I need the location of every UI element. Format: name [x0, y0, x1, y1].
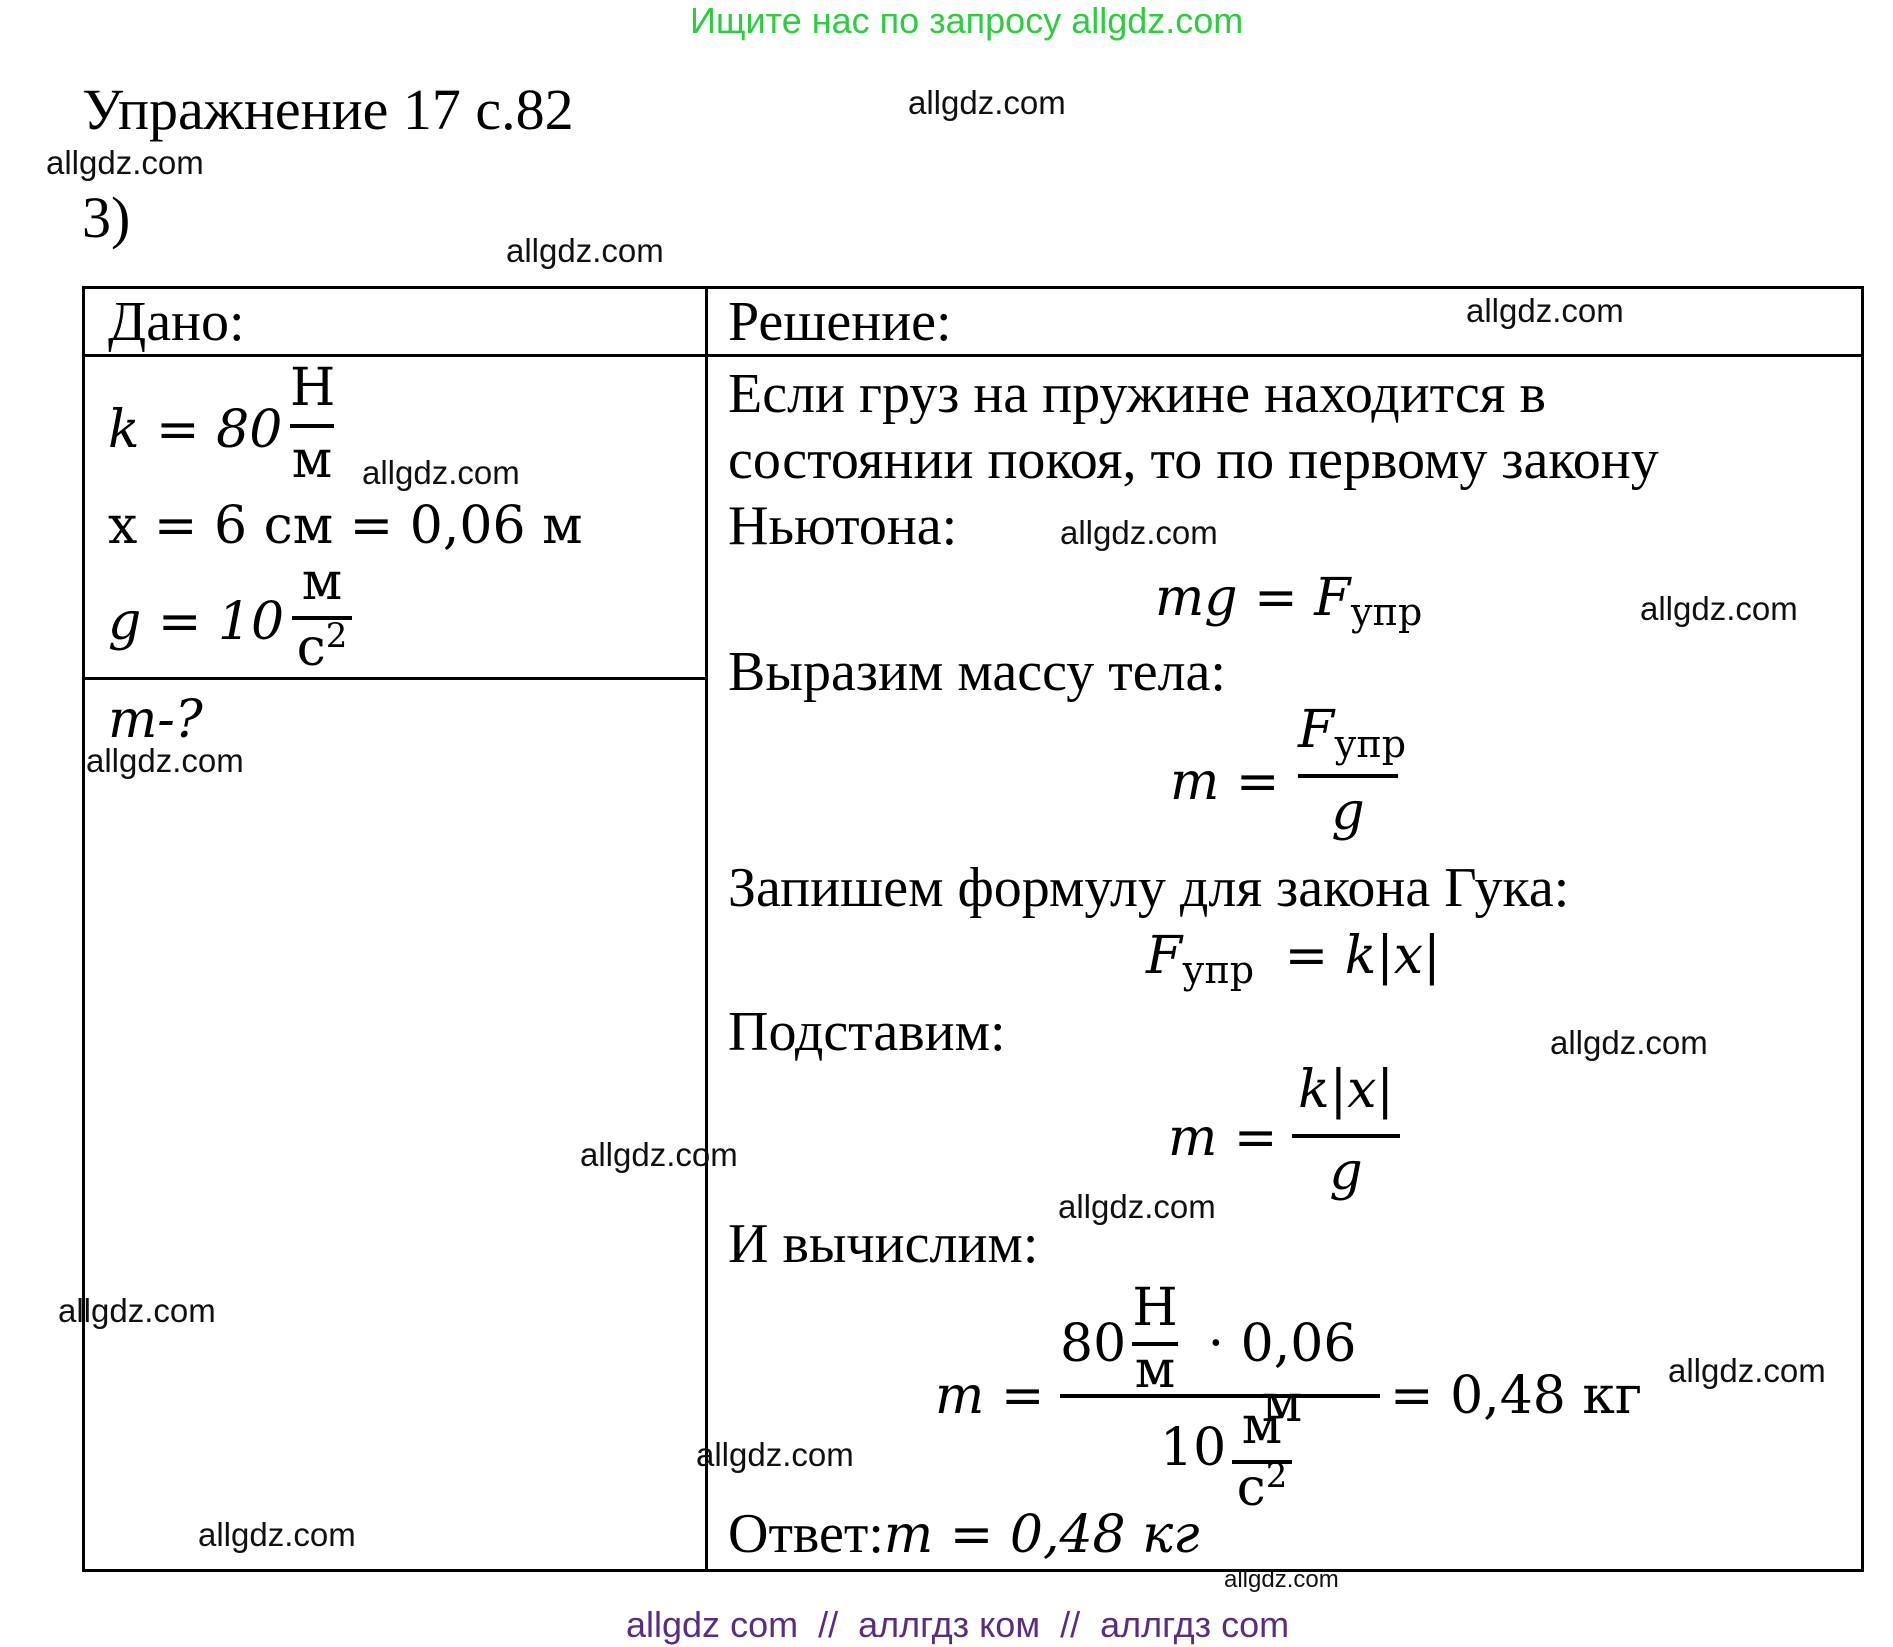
equation-calc-num-unit: Н м	[1132, 1278, 1178, 1400]
watermark: allgdz.com	[506, 232, 664, 269]
answer-value: m = 0,48 кг	[883, 1505, 1200, 1565]
equation-calc-num-b: · 0,06 м	[1207, 1314, 1357, 1434]
equation-mass-den: g	[1331, 782, 1365, 842]
watermark: allgdz.com	[1058, 1188, 1216, 1225]
equation-calc-den-a: 10	[1160, 1418, 1227, 1478]
watermark: allgdz.com	[580, 1136, 738, 1173]
watermark: allgdz.com	[1224, 1566, 1339, 1593]
equation-sub-num: k|x|	[1298, 1060, 1394, 1120]
given-g: g = 10	[108, 592, 285, 652]
header-row-divider	[82, 354, 1864, 357]
equation-hooke: Fупр = k|x|	[1146, 926, 1441, 992]
site-banner: Ищите нас по запросу allgdz.com	[690, 0, 1244, 41]
equation-calc-den-unit-bot: с2	[1232, 1456, 1292, 1518]
equation-newton-main: mg = F	[1155, 568, 1351, 628]
table-bottom-border	[82, 1569, 1864, 1572]
watermark: allgdz.com	[1550, 1024, 1708, 1061]
solution-text-2: состоянии покоя, то по первому закону	[728, 429, 1659, 491]
equation-hooke-sub: упр	[1182, 948, 1255, 992]
solution-text-6: Подставим:	[728, 1001, 1006, 1063]
solution-text-7: И вычислим:	[728, 1213, 1039, 1275]
watermark: allgdz.com	[1668, 1352, 1826, 1389]
equation-calc-num-a: 80	[1060, 1314, 1127, 1374]
equation-calc-num-unit-bot: м	[1134, 1340, 1176, 1400]
solution-text-3: Ньютона:	[728, 495, 958, 557]
equation-calc-den-unit-exp: 2	[1265, 1456, 1288, 1496]
equation-mass-num: Fупр	[1298, 700, 1406, 766]
equation-mass-lhs: m =	[1170, 752, 1280, 812]
table-right-border	[1861, 286, 1864, 1572]
equation-hooke-rhs: = k|x|	[1284, 926, 1441, 986]
equation-sub-lhs: m =	[1168, 1108, 1278, 1168]
equation-mass-num-sub: упр	[1334, 722, 1407, 766]
answer-line: Ответ:m = 0,48 кг	[728, 1502, 1200, 1566]
watermark: allgdz.com	[362, 454, 520, 491]
answer-label: Ответ:	[728, 1503, 884, 1565]
equation-mass-fraction: Fупр g	[1298, 700, 1406, 850]
equation-calc-num-unit-top: Н	[1132, 1278, 1178, 1338]
given-k-unit: Н м	[290, 358, 336, 490]
given-g-unit-den-base: с	[296, 618, 326, 678]
given-g-unit-den: с2	[292, 616, 352, 678]
solution-text-1: Если груз на пружине находится в	[728, 363, 1546, 425]
given-g-unit-den-exp: 2	[325, 616, 348, 656]
given-x: x = 6 см = 0,06 м	[108, 496, 583, 556]
given-header: Дано:	[108, 291, 245, 353]
solution-header: Решение:	[728, 291, 952, 353]
equation-calc-fraction: 80 Н м · 0,06 м 10 м с2	[1060, 1278, 1380, 1518]
given-g-unit-num: м	[301, 552, 343, 612]
equation-newton-sub: упр	[1350, 590, 1423, 634]
watermark: allgdz.com	[46, 144, 204, 181]
watermark: allgdz.com	[1640, 590, 1798, 627]
given-k: k = 80	[108, 400, 283, 460]
given-find-divider	[82, 677, 707, 680]
equation-newton: mg = Fупр	[1155, 568, 1422, 634]
watermark: allgdz.com	[198, 1516, 356, 1553]
equation-calc-den-unit-base: с	[1236, 1458, 1266, 1518]
watermark: allgdz.com	[1060, 514, 1218, 551]
solution-text-4: Выразим массу тела:	[728, 641, 1226, 703]
watermark: allgdz.com	[696, 1436, 854, 1473]
watermark: allgdz.com	[1466, 292, 1624, 329]
task-number: 3)	[82, 185, 131, 250]
given-k-unit-den: м	[291, 430, 333, 490]
equation-mass-num-main: F	[1298, 700, 1335, 760]
equation-calc-lhs: m =	[935, 1366, 1045, 1426]
equation-calc-den-unit-top: м	[1241, 1396, 1283, 1456]
watermark: allgdz.com	[908, 84, 1066, 121]
table-top-border	[82, 286, 1864, 289]
solution-text-5: Запишем формулу для закона Гука:	[728, 857, 1570, 919]
given-k-unit-num: Н	[290, 358, 336, 418]
equation-calc-result: = 0,48 кг	[1390, 1366, 1643, 1426]
watermark: allgdz.com	[86, 742, 244, 779]
equation-hooke-F: F	[1146, 926, 1183, 986]
footer-links[interactable]: allgdz com // аллгдз ком // аллгдз com	[626, 1604, 1290, 1645]
find-quantity: m-?	[108, 690, 203, 750]
given-g-unit: м с2	[292, 552, 352, 682]
equation-calc-den-unit: м с2	[1232, 1396, 1292, 1518]
page-title: Упражнение 17 с.82	[82, 77, 574, 142]
watermark: allgdz.com	[58, 1292, 216, 1329]
table-column-divider	[705, 286, 708, 1572]
equation-sub-fraction: k|x| g	[1292, 1060, 1400, 1210]
table-left-border	[82, 286, 85, 1572]
equation-sub-den: g	[1329, 1142, 1363, 1202]
